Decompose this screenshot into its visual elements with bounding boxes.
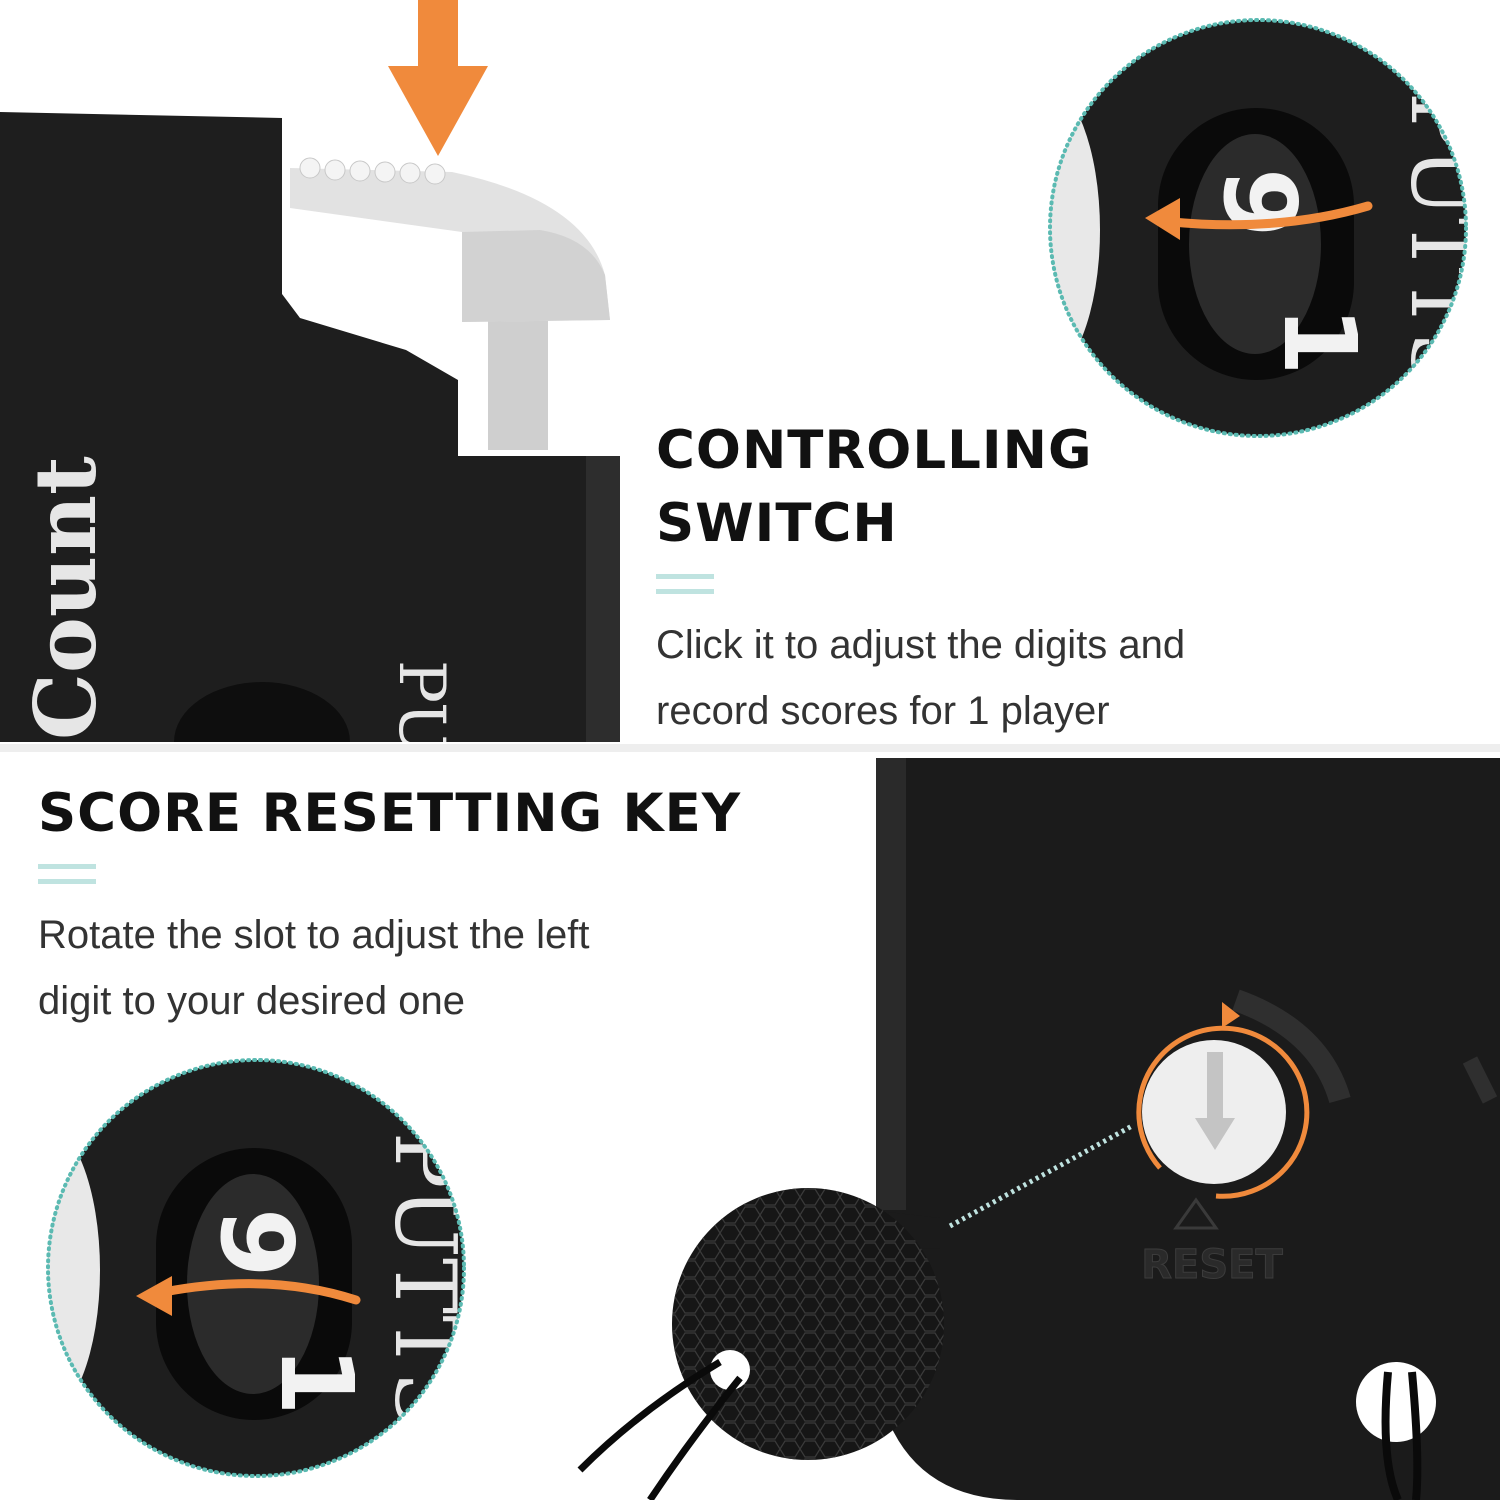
- down-arrow-icon: [388, 0, 488, 156]
- digit-nine-bottom: 9: [198, 1208, 315, 1278]
- putts-label-top: PUTTS: [384, 660, 458, 886]
- rotate-arrow-icon: [1167, 201, 1373, 230]
- accent-divider: [656, 574, 714, 594]
- score-resetting-key-description-line2: digit to your desired one: [38, 979, 465, 1023]
- controlling-switch-title-line1: CONTROLLING: [656, 420, 1093, 481]
- controlling-switch-description-line1: Click it to adjust the digits and: [656, 623, 1186, 667]
- score-resetting-key-title: SCORE RESETTING KEY: [38, 783, 742, 844]
- digit-one-top: 1: [1261, 306, 1378, 376]
- accent-divider: [38, 864, 96, 884]
- rotate-arrow-icon: [1136, 1025, 1310, 1199]
- controlling-switch-section: CONTROLLING SWITCH Click it to adjust th…: [656, 414, 1316, 744]
- putts-label-zoom-top: PUTTS: [1392, 92, 1490, 389]
- reset-key-cover: [577, 1188, 944, 1500]
- controlling-switch-description: Click it to adjust the digits and record…: [656, 612, 1316, 744]
- reset-triangle-icon: [1173, 1197, 1219, 1230]
- controlling-switch-lever: [290, 157, 610, 450]
- score-resetting-key-description: Rotate the slot to adjust the left digit…: [38, 902, 798, 1034]
- score-resetting-key-section: SCORE RESETTING KEY Rotate the slot to a…: [38, 777, 798, 1034]
- score-resetting-key-description-line1: Rotate the slot to adjust the left: [38, 913, 590, 957]
- counter-body-top: Count PUTTS: [0, 112, 620, 886]
- digit-one-bottom: 1: [258, 1346, 375, 1416]
- controlling-switch-title-line2: SWITCH: [656, 493, 898, 554]
- counter-body-bottom: RESET: [876, 758, 1500, 1500]
- controlling-switch-title: CONTROLLING SWITCH: [656, 414, 1316, 560]
- zoom-circle-bottom: PUTTS 9 1: [46, 1058, 474, 1478]
- putts-label-zoom-bottom: PUTTS: [376, 1132, 474, 1429]
- reset-label: RESET: [1141, 1242, 1283, 1288]
- zoom-circle-top: PUTTS 9 1: [1048, 18, 1490, 438]
- brand-text-top: Count: [16, 456, 115, 740]
- rotate-arrow-icon: [159, 1279, 361, 1305]
- section-divider: [0, 744, 1500, 752]
- controlling-switch-description-line2: record scores for 1 player: [656, 689, 1110, 733]
